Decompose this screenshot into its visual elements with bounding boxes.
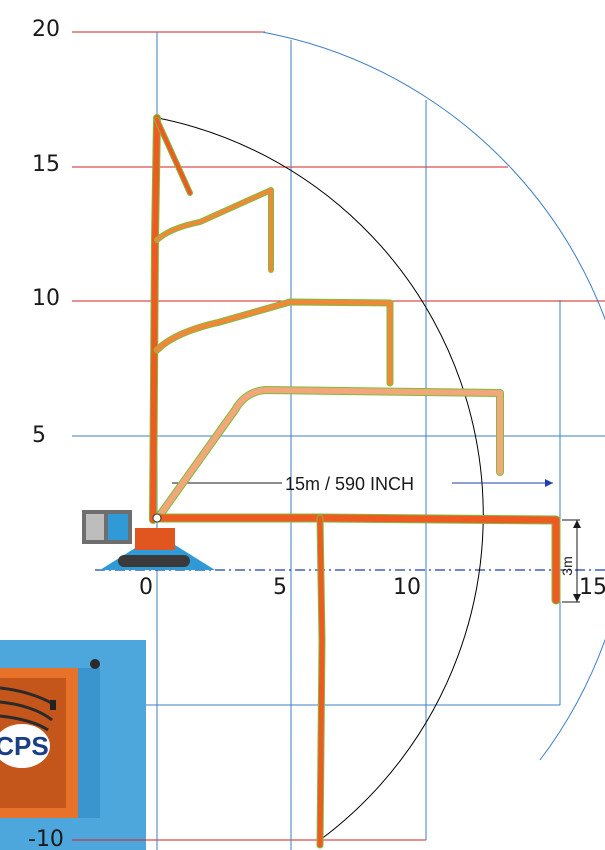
boom-diagonal: [157, 387, 503, 518]
machine-photo: CPS: [0, 640, 146, 850]
y-tick-label: 5: [32, 423, 46, 448]
boom-upper: [155, 188, 273, 272]
boom-positions: [149, 114, 561, 849]
x-tick-label: 0: [139, 575, 153, 600]
y-tick-label: 15: [32, 152, 60, 177]
x-tick-label: 10: [393, 575, 421, 600]
reach-dimension: 15m / 590 INCH: [172, 474, 553, 494]
x-tick-label: 15: [579, 575, 605, 600]
x-tick-label: 5: [273, 575, 287, 600]
machine-logo: CPS: [0, 724, 50, 768]
y-tick-label: 10: [32, 286, 60, 311]
boom-middle: [154, 299, 393, 386]
reach-label: 15m / 590 INCH: [285, 474, 414, 494]
y-tick-label: -10: [28, 827, 64, 850]
boom-down: [317, 515, 325, 848]
height-label: 3m: [559, 556, 575, 575]
x-axis-labels: 0 5 10 15: [139, 575, 605, 600]
logo-text: CPS: [0, 731, 49, 761]
boom-vertical: [155, 118, 192, 195]
base-machine: [82, 510, 215, 570]
boom-horizontal: [153, 514, 560, 604]
outer-reach-arc-lower: [539, 639, 605, 761]
outer-reach-arc: [261, 31, 605, 640]
boom-mast: [150, 115, 160, 523]
working-range-arc: [157, 117, 484, 841]
height-dimension: 3m: [559, 519, 581, 603]
y-tick-label: 20: [32, 17, 60, 42]
y-axis-labels: 20 15 10 5 -10: [28, 17, 64, 850]
